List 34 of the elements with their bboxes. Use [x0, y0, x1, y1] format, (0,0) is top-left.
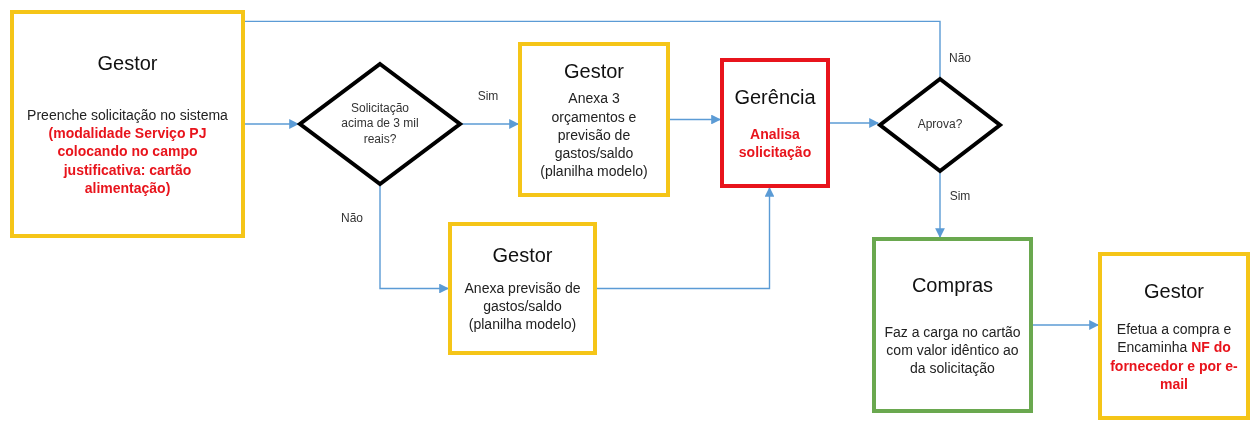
step-description: Anexa previsão de gastos/saldo (planilha modelo) [463, 278, 582, 334]
decision-diamond [878, 77, 1002, 173]
arrow [669, 114, 721, 125]
step-description: Analisa solicitação [737, 125, 813, 162]
arrow [461, 119, 519, 129]
role-title: Gerência [734, 84, 816, 109]
arrow [596, 187, 775, 290]
arrow [244, 119, 299, 129]
role-title: Gestor [1144, 279, 1204, 304]
decision-question: Solicitação acima de 3 mil reais? [340, 100, 420, 148]
process-box [518, 42, 670, 197]
process-box [872, 237, 1033, 413]
arrow [1032, 320, 1099, 330]
edge-label: Não [947, 51, 973, 65]
step-description: Preenche solicitação no sistema (modalidade Serviço PJ colocando no campo justificativa: cartão alimentação) [26, 106, 229, 197]
role-title: Gestor [564, 58, 624, 83]
arrow [935, 172, 945, 238]
decision-diamond [298, 62, 462, 186]
edge-label: Não [339, 211, 365, 225]
process-box [720, 58, 830, 188]
process-box [1098, 252, 1250, 420]
step-description: Anexa 3 orçamentos e previsão de gastos/saldo (planilha modelo) [539, 89, 649, 181]
decision-question: Aprova? [917, 117, 963, 133]
step-description: Faz a carga no cartão com valor idêntico ao da solicitação [884, 322, 1021, 378]
role-title: Gestor [97, 51, 158, 75]
arrow [379, 185, 449, 294]
process-box [10, 10, 245, 238]
edge-label: Sim [947, 189, 973, 203]
edge-label: Sim [475, 89, 501, 103]
role-title: Compras [911, 272, 994, 297]
role-title: Gestor [492, 243, 553, 268]
arrow [829, 118, 879, 128]
process-box [448, 222, 597, 355]
step-description: Efetua a compra e Encaminha NF do fornecedor e por e-mail [1110, 320, 1238, 393]
